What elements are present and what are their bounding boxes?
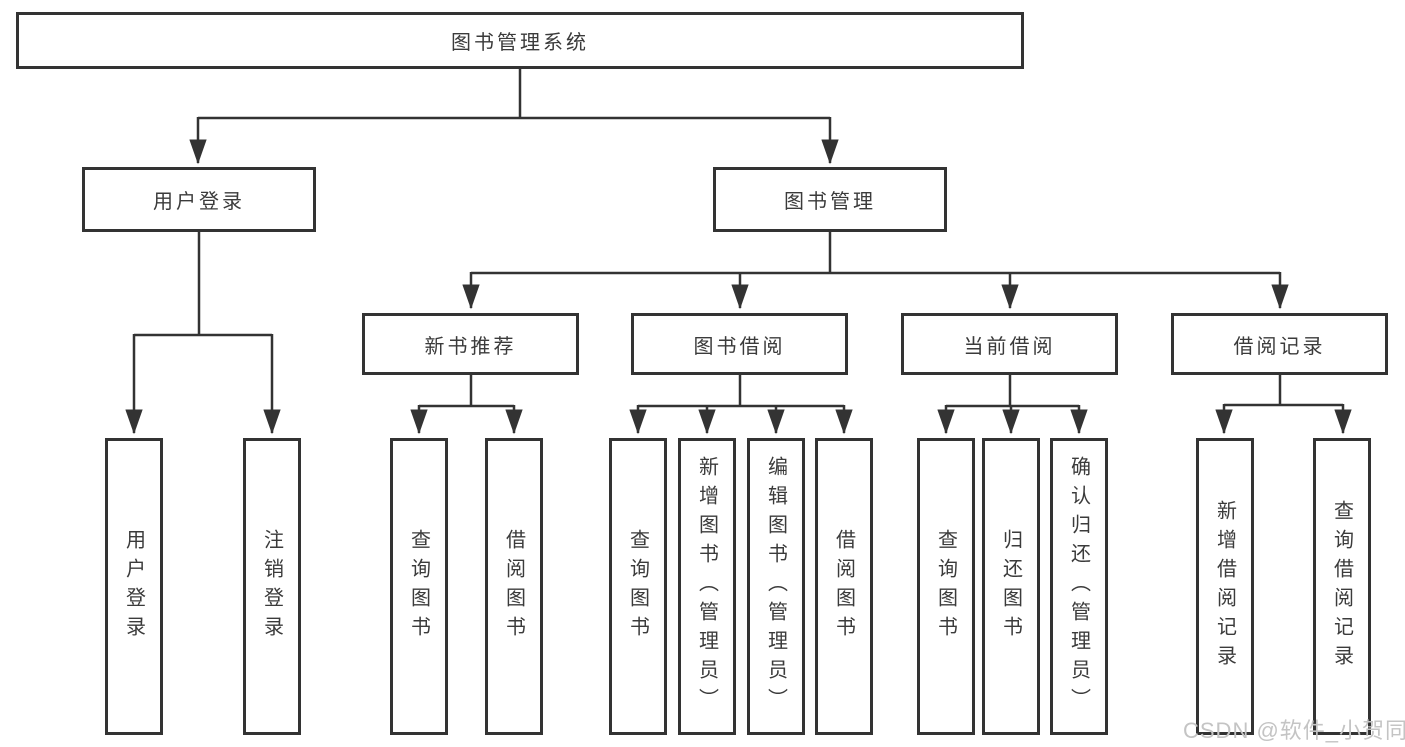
leaf-query-books-recommend-label: 查询图书 xyxy=(407,528,430,645)
leaf-user-login-label: 用户登录 xyxy=(122,528,145,645)
leaf-query-books-borrowing-label: 查询图书 xyxy=(626,528,649,645)
node-library-system: 图书管理系统 xyxy=(16,12,1024,69)
node-book-management-label: 图书管理 xyxy=(784,191,876,213)
leaf-query-borrow-record-label: 查询借阅记录 xyxy=(1330,499,1353,674)
node-new-book-recommend-label: 新书推荐 xyxy=(424,335,517,358)
leaf-query-borrow-record: 查询借阅记录 xyxy=(1313,438,1371,735)
node-borrowing-records-label: 借阅记录 xyxy=(1233,335,1326,358)
leaf-add-book-admin-label: 新增图书（管理员） xyxy=(695,456,718,717)
leaf-borrow-books-borrowing: 借阅图书 xyxy=(815,438,873,735)
leaf-borrow-books-recommend: 借阅图书 xyxy=(485,438,543,735)
leaf-borrow-books-recommend-label: 借阅图书 xyxy=(502,528,525,645)
node-user-login: 用户登录 xyxy=(82,167,316,232)
arrow-drops xyxy=(125,117,1352,435)
leaf-edit-book-admin-label: 编辑图书（管理员） xyxy=(764,456,787,717)
node-book-borrowing: 图书借阅 xyxy=(631,313,848,375)
leaf-return-books-label: 归还图书 xyxy=(999,528,1022,645)
node-book-management: 图书管理 xyxy=(713,167,947,232)
node-new-book-recommend: 新书推荐 xyxy=(362,313,579,375)
leaf-user-login: 用户登录 xyxy=(105,438,163,735)
leaf-query-books-borrowing: 查询图书 xyxy=(609,438,667,735)
leaf-confirm-return-admin-label: 确认归还（管理员） xyxy=(1067,456,1090,717)
leaf-confirm-return-admin: 确认归还（管理员） xyxy=(1050,438,1108,735)
leaf-return-books: 归还图书 xyxy=(982,438,1040,735)
leaf-add-book-admin: 新增图书（管理员） xyxy=(678,438,736,735)
node-library-system-label: 图书管理系统 xyxy=(451,32,589,54)
node-current-borrowing-label: 当前借阅 xyxy=(963,335,1056,358)
branch-lines xyxy=(134,68,1343,408)
leaf-query-books-current: 查询图书 xyxy=(917,438,975,735)
leaf-add-borrow-record-label: 新增借阅记录 xyxy=(1213,499,1236,674)
csdn-watermark: CSDN @软件_小贺同学 xyxy=(1183,718,1405,743)
leaf-logout: 注销登录 xyxy=(243,438,301,735)
leaf-query-books-current-label: 查询图书 xyxy=(934,528,957,645)
leaf-edit-book-admin: 编辑图书（管理员） xyxy=(747,438,805,735)
node-user-login-label: 用户登录 xyxy=(153,191,245,213)
leaf-add-borrow-record: 新增借阅记录 xyxy=(1196,438,1254,735)
node-borrowing-records: 借阅记录 xyxy=(1171,313,1388,375)
leaf-logout-label: 注销登录 xyxy=(260,528,283,645)
leaf-query-books-recommend: 查询图书 xyxy=(390,438,448,735)
node-book-borrowing-label: 图书借阅 xyxy=(693,335,786,358)
node-current-borrowing: 当前借阅 xyxy=(901,313,1118,375)
leaf-borrow-books-borrowing-label: 借阅图书 xyxy=(832,528,855,645)
